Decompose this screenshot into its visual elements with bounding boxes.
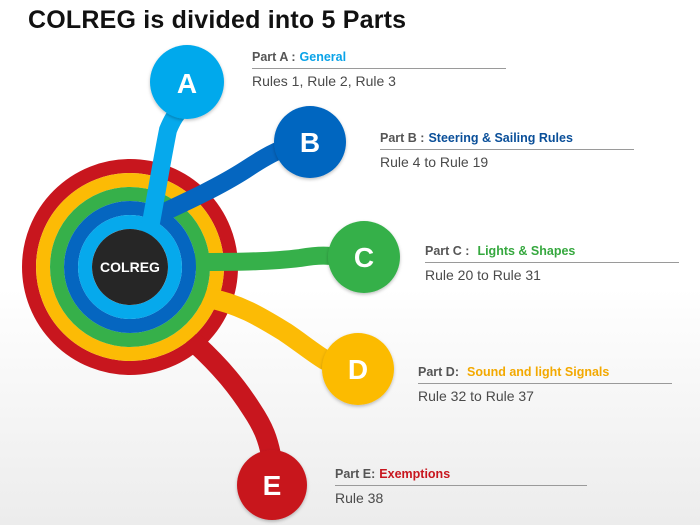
center-circle [92,229,168,305]
letter-b: B [300,127,320,158]
branch-d-stem [198,288,335,370]
part-a-label: Part A : [252,50,296,64]
bubble-d [322,333,394,405]
part-d-block: Part D: Sound and light Signals Rule 32 t… [418,365,672,404]
slide-title: COLREG is divided into 5 Parts [28,6,407,34]
bubble-a [150,45,224,119]
letter-d: D [348,354,368,385]
part-e-block: Part E:Exemptions Rule 38 [335,467,587,506]
part-c-label: Part C : [425,244,470,258]
branch-e-stem [186,334,281,465]
bubble-e [237,450,307,520]
part-d-name: Sound and light Signals [466,365,610,379]
ring-blue [64,106,346,333]
branch-c-stem [189,246,339,271]
letter-c: C [354,242,374,273]
part-e-rules: Rule 38 [335,490,384,506]
bubble-b [274,106,346,178]
part-a-name: General [299,50,347,64]
letter-a: A [177,68,197,99]
ring-yellow [36,173,394,405]
part-e-heading: Part E:Exemptions [335,467,587,486]
part-d-heading: Part D: Sound and light Signals [418,365,672,384]
part-b-label: Part B : [380,131,425,145]
part-e-label: Part E: [335,467,376,481]
letter-e: E [263,470,282,501]
center-label: COLREG [100,259,160,275]
part-b-name: Steering & Sailing Rules [428,131,573,145]
ring-cyan [78,45,224,319]
part-b-rules: Rule 4 to Rule 19 [380,154,489,170]
part-a-block: Part A :General Rules 1, Rule 2, Rule 3 [252,50,506,89]
branch-b-stem [151,141,289,223]
part-b-block: Part B :Steering & Sailing Rules Rule 4 … [380,131,634,170]
part-a-heading: Part A :General [252,50,506,69]
part-d-rules: Rule 32 to Rule 37 [418,388,534,404]
part-e-name: Exemptions [379,467,451,481]
part-d-label: Part D: [418,365,459,379]
part-c-rules: Rule 20 to Rule 31 [425,267,541,283]
part-b-heading: Part B :Steering & Sailing Rules [380,131,634,150]
part-c-block: Part C : Lights & Shapes Rule 20 to Rule … [425,244,679,283]
part-c-heading: Part C : Lights & Shapes [425,244,679,263]
part-a-rules: Rules 1, Rule 2, Rule 3 [252,73,396,89]
ring-green [50,187,400,347]
part-c-name: Lights & Shapes [477,244,576,258]
bubble-c [328,221,400,293]
